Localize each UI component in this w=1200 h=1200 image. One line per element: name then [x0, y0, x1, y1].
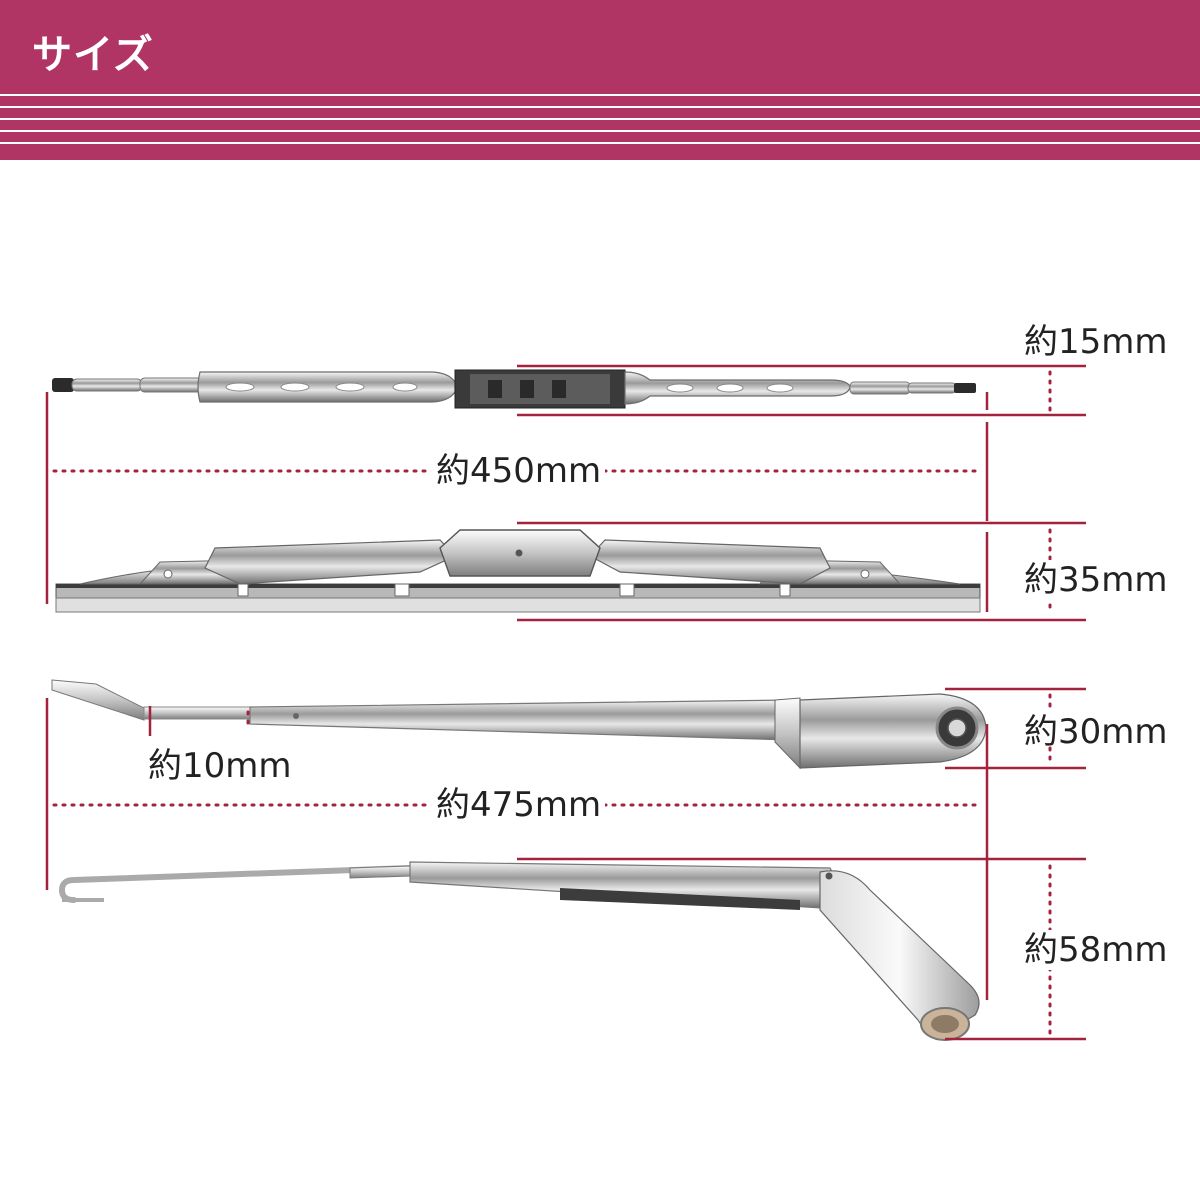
dimension-lines	[45, 364, 1086, 1041]
blade-frame-left	[197, 371, 456, 403]
header-stripe	[0, 94, 1200, 96]
arm-hinge	[774, 697, 801, 770]
header-stripe	[0, 106, 1200, 108]
blade-length-label: 約450mm	[432, 451, 606, 491]
blade-yoke-left	[204, 539, 457, 585]
header-stripe	[0, 118, 1200, 120]
arm-height-label: 約58mm	[1020, 930, 1172, 970]
arm-main-rod	[249, 699, 791, 741]
blade-center-rivet	[515, 549, 523, 557]
page-header: サイズ	[0, 0, 1200, 160]
arm-spring	[560, 888, 800, 910]
header-stripe	[0, 142, 1200, 144]
arm-hook-label: 約10mm	[148, 746, 292, 786]
arm-head-label: 約30mm	[1024, 712, 1168, 752]
blade-rail-left	[139, 377, 203, 393]
blade-yoke-right	[589, 539, 831, 585]
arm-length-label: 約475mm	[432, 785, 606, 825]
header-stripe	[0, 130, 1200, 132]
blade-thickness-label: 約15mm	[1024, 322, 1168, 362]
arm-top-view	[51, 679, 987, 770]
blade-top-view	[52, 369, 976, 409]
arm-hook-shank	[143, 706, 251, 720]
arm-side-view	[58, 861, 980, 1041]
blade-height-label: 約35mm	[1020, 560, 1172, 600]
dotted-dimension-lines	[52, 370, 1052, 1036]
blade-frame-slots	[225, 382, 794, 393]
blade-end-tip-right	[954, 383, 976, 393]
page-title: サイズ	[32, 32, 154, 78]
blade-rubber-edge	[55, 597, 981, 613]
blade-rail-left-end	[71, 378, 143, 392]
blade-rail-right	[849, 381, 911, 395]
arm-hook-flat	[51, 679, 145, 721]
blade-side-view	[55, 529, 981, 613]
blade-end-tip-left	[52, 378, 74, 392]
blade-rail-right-end	[907, 382, 957, 394]
